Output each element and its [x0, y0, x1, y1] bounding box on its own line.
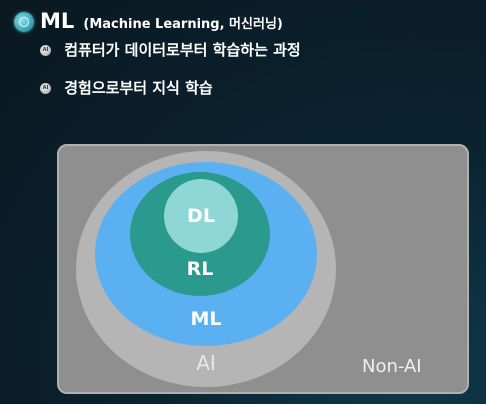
brain-icon — [14, 12, 34, 32]
dl-label: DL — [187, 205, 215, 227]
bullet-text: 경험으로부터 지식 학습 — [64, 79, 213, 97]
ai-label: AI — [196, 351, 216, 375]
title-subtitle: (Machine Learning, 머신러닝) — [83, 17, 283, 32]
rl-label: RL — [186, 258, 214, 280]
title-main: ML — [40, 9, 75, 33]
non-ai-label: Non-AI — [362, 356, 422, 377]
ai-bullet-icon — [40, 83, 51, 94]
bullet-text: 컴퓨터가 데이터로부터 학습하는 과정 — [64, 41, 301, 59]
ai-bullet-icon — [40, 45, 51, 56]
bullet-item: 경험으로부터 지식 학습 — [40, 78, 213, 98]
dl-circle — [164, 179, 238, 253]
ml-label: ML — [190, 308, 222, 330]
bullet-item: 컴퓨터가 데이터로부터 학습하는 과정 — [40, 40, 301, 60]
page-title: ML (Machine Learning, 머신러닝) — [40, 9, 283, 37]
